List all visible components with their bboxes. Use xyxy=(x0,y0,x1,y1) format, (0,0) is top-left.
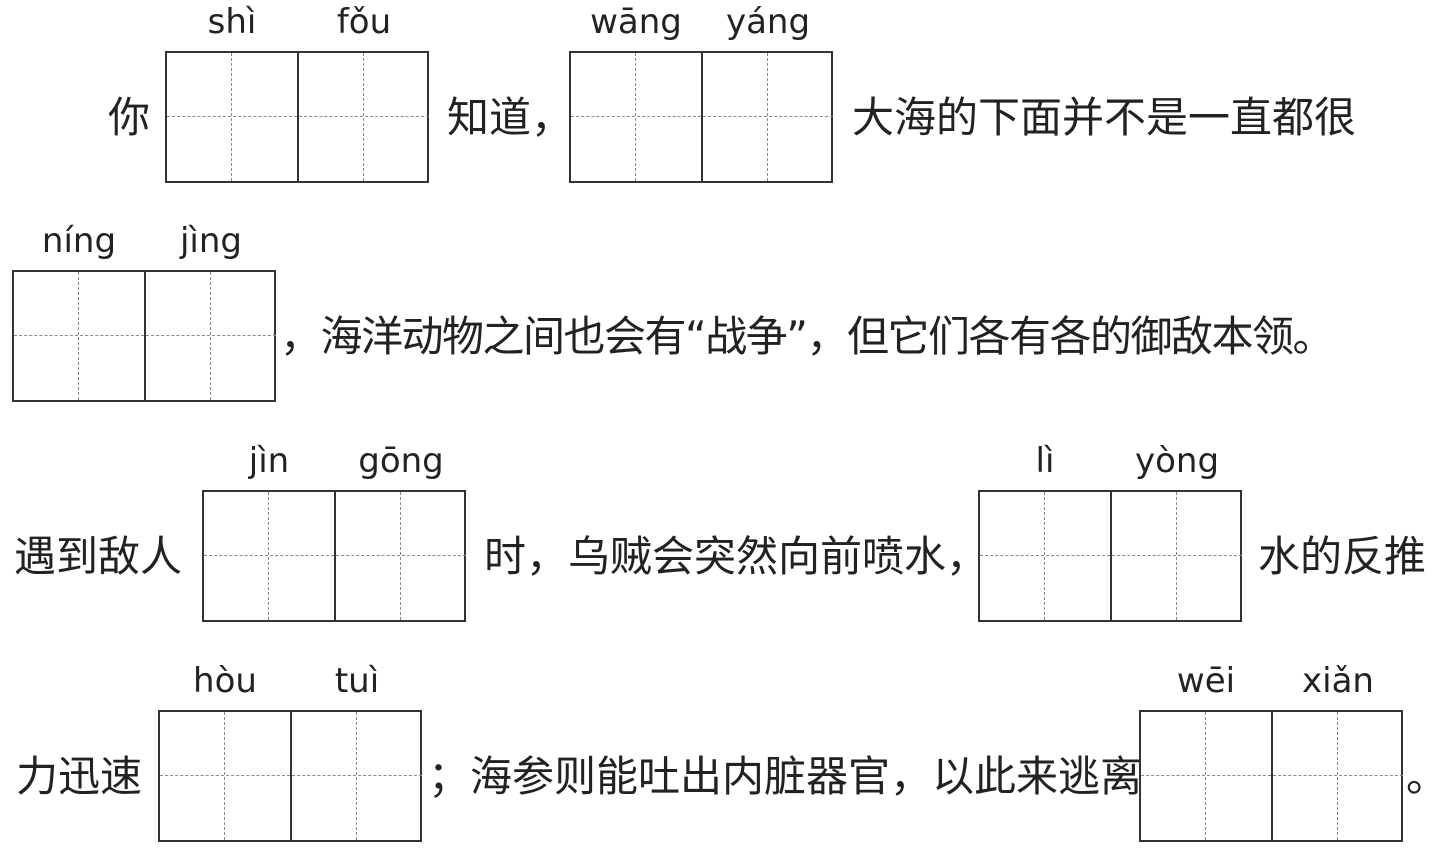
pinyin-label: yòng xyxy=(1134,441,1220,481)
pinyin-blank[interactable]: lì yòng xyxy=(978,444,1242,622)
pinyin-blank[interactable]: shì fǒu xyxy=(165,5,429,183)
writing-cell[interactable] xyxy=(571,53,703,181)
writing-cell[interactable] xyxy=(299,53,429,181)
pinyin-label: jìn xyxy=(248,441,290,481)
text-segment: 。 xyxy=(1406,752,1445,801)
pinyin-label: jìng xyxy=(179,221,243,261)
pinyin-label: shì xyxy=(207,2,257,42)
pinyin-blank[interactable]: wēi xiǎn xyxy=(1139,664,1403,842)
text-segment: 时，乌贼会突然向前喷水， xyxy=(484,532,989,581)
pinyin-label: tuì xyxy=(334,661,380,701)
text-segment: ；海参则能吐出内脏器官，以此来逃离 xyxy=(428,752,1143,801)
writing-cell[interactable] xyxy=(1273,712,1403,840)
writing-cell[interactable] xyxy=(1112,492,1242,620)
writing-cell[interactable] xyxy=(292,712,422,840)
pinyin-blank[interactable]: wāng yáng xyxy=(569,5,833,183)
writing-cell[interactable] xyxy=(204,492,336,620)
pinyin-label: gōng xyxy=(358,441,444,481)
writing-cell[interactable] xyxy=(980,492,1112,620)
pinyin-label: fǒu xyxy=(336,2,392,42)
writing-cell[interactable] xyxy=(703,53,833,181)
writing-cell[interactable] xyxy=(336,492,466,620)
text-segment: 大海的下面并不是一直都很 xyxy=(852,93,1357,142)
writing-cell[interactable] xyxy=(146,272,276,400)
text-segment: 力迅速 xyxy=(16,752,143,801)
pinyin-label: yáng xyxy=(725,2,811,42)
writing-cell[interactable] xyxy=(167,53,299,181)
pinyin-label: níng xyxy=(41,221,117,261)
text-segment: ，海洋动物之间也会有“战争”，但它们各有各的御敌本领。 xyxy=(280,312,1335,361)
text-segment: 水的反推 xyxy=(1258,532,1427,581)
pinyin-blank[interactable]: jìn gōng xyxy=(202,444,466,622)
pinyin-label: wāng xyxy=(590,2,682,42)
pinyin-blank[interactable]: níng jìng xyxy=(12,224,276,402)
writing-cell[interactable] xyxy=(14,272,146,400)
text-segment: 知道， xyxy=(447,93,574,142)
text-segment: 你 xyxy=(108,93,151,142)
pinyin-label: lì xyxy=(1035,441,1055,481)
pinyin-blank[interactable]: hòu tuì xyxy=(158,664,422,842)
writing-cell[interactable] xyxy=(1141,712,1273,840)
text-segment: 遇到敌人 xyxy=(14,532,183,581)
writing-cell[interactable] xyxy=(160,712,292,840)
pinyin-label: xiǎn xyxy=(1302,661,1374,701)
pinyin-label: hòu xyxy=(193,661,257,701)
pinyin-label: wēi xyxy=(1176,661,1236,701)
